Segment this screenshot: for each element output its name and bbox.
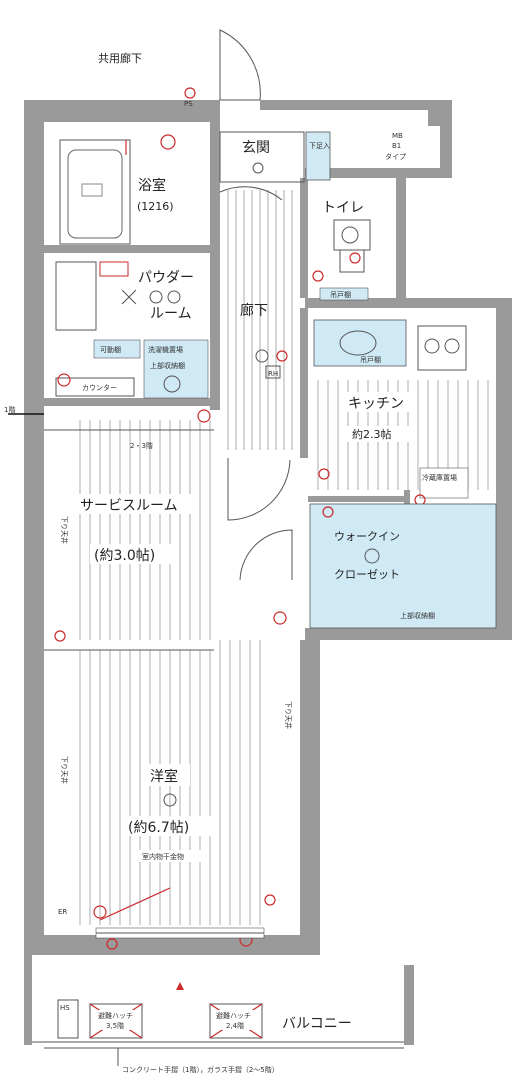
svg-text:B1: B1 (392, 142, 401, 150)
service-room: 2・3階 1階 サービスルーム (約3.0帖) 下り天井 (4, 405, 287, 642)
svg-text:カウンター: カウンター (82, 383, 117, 392)
svg-text:MB: MB (392, 132, 403, 140)
entrance-door (219, 29, 261, 101)
svg-text:吊戸棚: 吊戸棚 (330, 290, 351, 299)
western-room-label: 洋室 (150, 768, 178, 785)
balcony: HS 避難ハッチ 3,5階 避難ハッチ 2,4階 バルコニー コンクリート手摺（… (32, 982, 404, 1074)
svg-text:2,4階: 2,4階 (226, 1021, 244, 1030)
corridor-area: 共用廊下 PS (98, 29, 261, 108)
svg-text:約2.3帖: 約2.3帖 (352, 427, 392, 441)
svg-text:2・3階: 2・3階 (130, 441, 153, 450)
svg-text:吊戸棚: 吊戸棚 (360, 355, 381, 364)
drain-mark (176, 982, 184, 990)
svg-text:避難ハッチ: 避難ハッチ (98, 1011, 133, 1020)
svg-text:(約6.7帖): (約6.7帖) (128, 820, 189, 836)
hallway: 廊下 RH (219, 186, 293, 581)
kitchen: 吊戸棚 キッチン 約2.3帖 冷蔵庫置場 (313, 319, 489, 506)
svg-text:避難ハッチ: 避難ハッチ (216, 1011, 251, 1020)
walkin-label-2: クローゼット (334, 568, 400, 581)
service-room-label: サービスルーム (80, 498, 178, 514)
kitchen-label: キッチン (348, 396, 404, 412)
svg-text:洗濯機置場: 洗濯機置場 (148, 345, 183, 354)
svg-text:室内物干金物: 室内物干金物 (142, 852, 184, 861)
svg-text:冷蔵庫置場: 冷蔵庫置場 (422, 473, 457, 482)
hatch-2: 避難ハッチ 2,4階 (209, 1003, 263, 1039)
walk-in-closet: ウォークイン クローゼット 上部収納棚 (309, 503, 497, 629)
ps-label: PS (184, 100, 193, 108)
svg-text:ER: ER (58, 908, 67, 916)
svg-text:下り天井: 下り天井 (284, 701, 293, 729)
svg-text:上部収納棚: 上部収納棚 (400, 611, 435, 620)
hatch-1: 避難ハッチ 3,5階 (89, 1003, 143, 1039)
genkan-label: 玄関 (242, 139, 270, 156)
svg-text:下り天井: 下り天井 (60, 756, 69, 784)
window-sill (95, 927, 265, 939)
svg-text:タイプ: タイプ (385, 152, 406, 161)
bathroom: 浴室 (1216) (59, 134, 176, 245)
walkin-label-1: ウォークイン (334, 530, 400, 543)
side-mark: 1階 (4, 405, 15, 414)
powder-label: パウダー (138, 270, 194, 286)
hallway-label: 廊下 (240, 302, 268, 319)
svg-text:(約3.0帖): (約3.0帖) (94, 548, 155, 564)
footnote: コンクリート手摺（1階），ガラス手摺（2〜5階） (122, 1065, 279, 1074)
svg-text:下り天井: 下り天井 (60, 516, 69, 544)
bath-label: 浴室 (138, 177, 166, 194)
toilet-label: トイレ (322, 200, 364, 216)
powder-room: パウダー ルーム 可動棚 洗濯機置場 上部収納棚 カウンター (55, 261, 209, 399)
walls (24, 100, 512, 1045)
balcony-label: バルコニー (282, 1016, 352, 1032)
svg-text:(1216): (1216) (137, 200, 174, 213)
western-room: 洋室 (約6.7帖) 室内物干金物 下り天井 下り天井 ER (44, 640, 293, 950)
toilet: トイレ 吊戸棚 (312, 200, 371, 301)
genkan: 玄関 下足入 (219, 131, 331, 183)
shoe-storage-label: 下足入 (309, 142, 330, 150)
svg-text:HS: HS (60, 1004, 70, 1012)
corridor-label: 共用廊下 (98, 51, 142, 65)
svg-text:ルーム: ルーム (150, 306, 192, 322)
svg-text:3,5階: 3,5階 (106, 1021, 124, 1030)
mb-box: MB B1 タイプ (385, 132, 406, 161)
svg-text:可動棚: 可動棚 (100, 345, 121, 354)
svg-text:RH: RH (268, 370, 278, 378)
svg-text:上部収納棚: 上部収納棚 (150, 361, 185, 370)
